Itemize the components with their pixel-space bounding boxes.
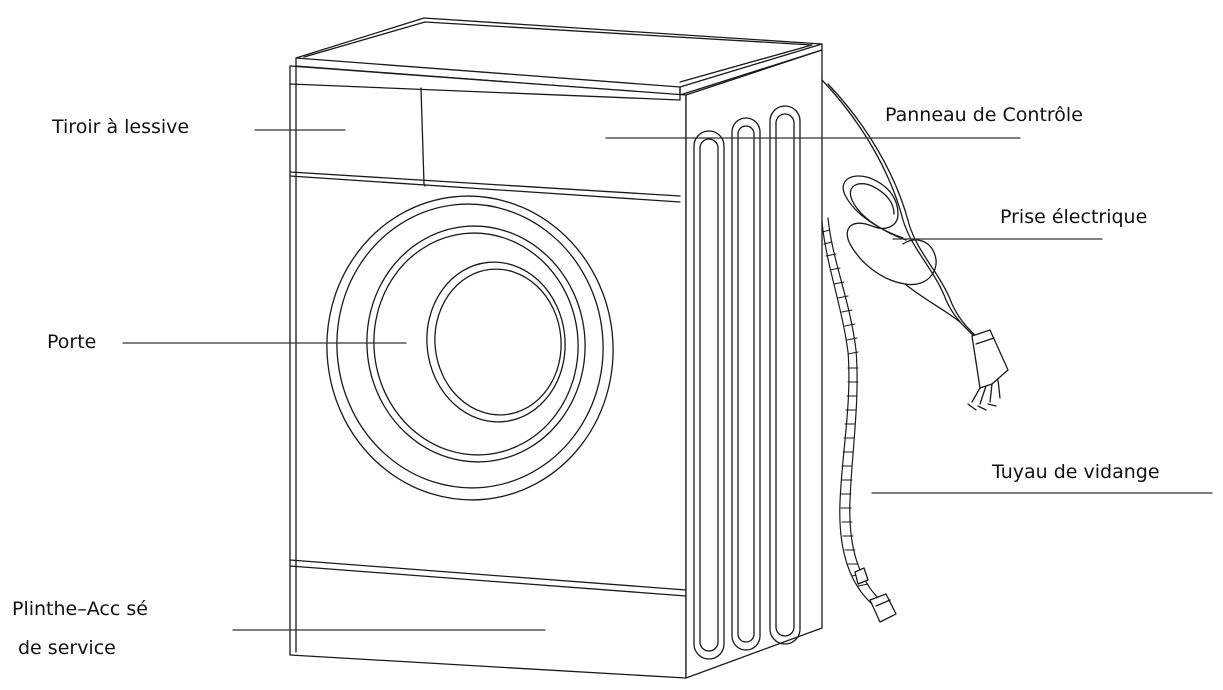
door (326, 195, 614, 501)
side-ribs (693, 105, 801, 660)
plinth (289, 559, 687, 597)
label-plinthe-acces-line2: de service (18, 637, 116, 659)
label-tuyau-de-vidange: Tuyau de vidange (992, 461, 1160, 483)
label-plinthe-acces-line1: Plinthe–Acc sé (12, 598, 148, 620)
label-prise-electrique: Prise électrique (1000, 206, 1148, 228)
drain-hose (821, 217, 897, 623)
control-strip (289, 83, 681, 203)
label-tiroir-a-lessive: Tiroir à lessive (52, 116, 190, 138)
callout-lines (122, 129, 1213, 631)
power-cord (821, 79, 1009, 411)
label-panneau-de-controle: Panneau de Contrôle (885, 104, 1083, 126)
label-porte: Porte (47, 331, 97, 353)
front-panel (289, 65, 687, 679)
